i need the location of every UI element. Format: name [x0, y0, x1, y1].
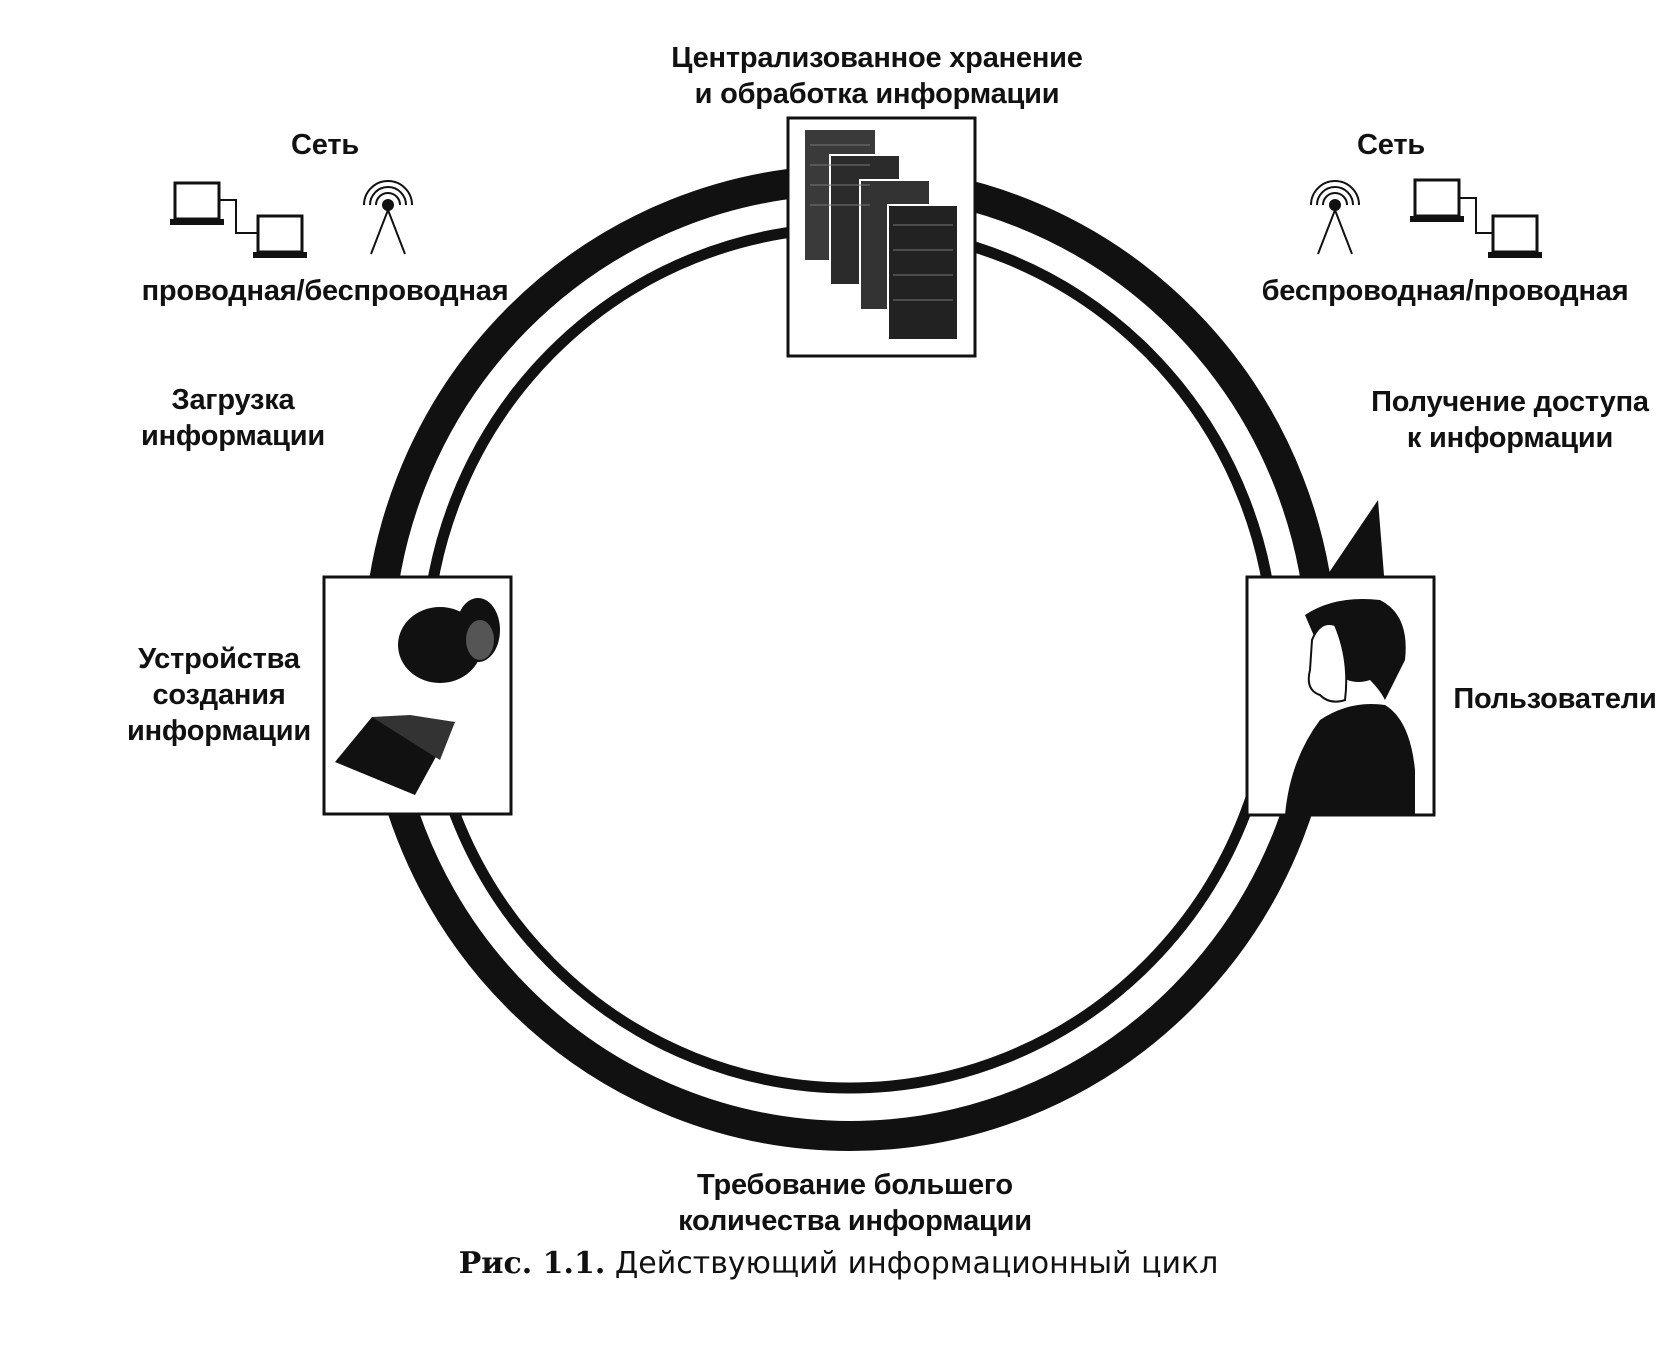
devices-box	[322, 575, 513, 816]
network-left-caption: проводная/беспроводная	[141, 275, 509, 307]
demand-label: Требование большего количества информаци…	[678, 1169, 1032, 1237]
upload-label: Загрузка информации	[140, 384, 326, 452]
users-box	[1245, 575, 1436, 817]
users-label: Пользователи	[1453, 683, 1657, 715]
figure-caption: Рис. 1.1. Действующий информационный цик…	[459, 1246, 1219, 1281]
figure-title: Действующий информационный цикл	[605, 1246, 1219, 1281]
network-left-icon	[170, 180, 413, 258]
network-left-title: Сеть	[291, 129, 359, 161]
access-label: Получение доступа к информации	[1371, 386, 1649, 454]
central-storage-label: Централизованное хранение и обработка ин…	[671, 42, 1083, 110]
devices-label: Устройства создания информации	[126, 643, 312, 747]
server-rack-icon	[805, 130, 959, 341]
person-phone-icon	[1285, 599, 1415, 815]
storage-box	[786, 116, 977, 358]
network-right-icon	[1310, 178, 1542, 258]
camera-laptop-icon	[335, 598, 500, 795]
network-right-caption: беспроводная/проводная	[1261, 275, 1629, 307]
figure-number: Рис. 1.1.	[458, 1246, 606, 1281]
network-right-title: Сеть	[1357, 129, 1425, 161]
